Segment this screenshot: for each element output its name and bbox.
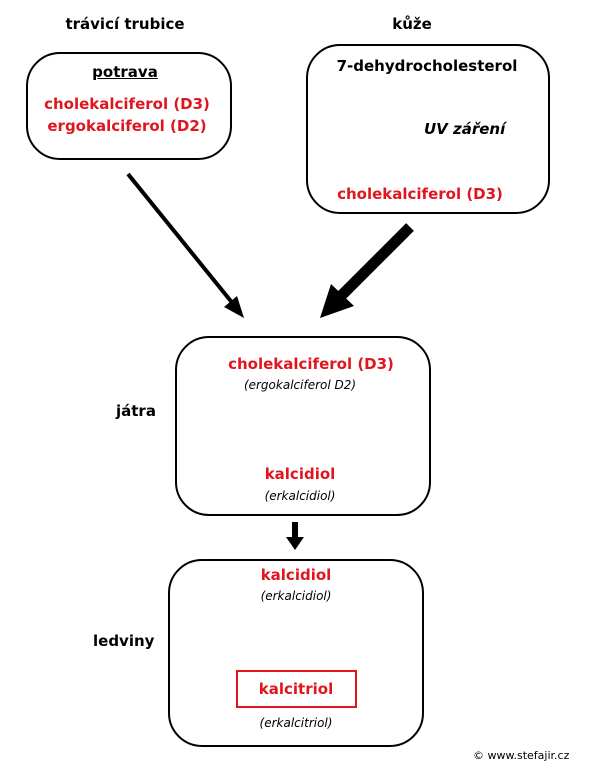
- liver-label: játra: [116, 402, 156, 420]
- kidney-input-alt: (erkalcidiol): [260, 589, 332, 603]
- gut-box: [26, 52, 232, 160]
- skin-box: [306, 44, 550, 214]
- skin-product: cholekalciferol (D3): [337, 185, 503, 203]
- kidney-input: kalcidiol: [260, 566, 332, 584]
- food-label: potrava: [92, 63, 158, 81]
- liver-output: kalcidiol: [264, 465, 336, 483]
- kidney-output: kalcitriol: [258, 680, 334, 698]
- liver-to-kidney-arrow: [286, 522, 304, 550]
- skin-title: kůže: [392, 15, 432, 33]
- gut-title: trávicí trubice: [65, 15, 185, 33]
- liver-input-alt: (ergokalciferol D2): [243, 378, 357, 392]
- uv-label: UV záření: [424, 120, 506, 138]
- kidney-label: ledviny: [93, 632, 155, 650]
- gut-compound-d2: ergokalciferol (D2): [47, 117, 207, 135]
- kidney-box: [168, 559, 424, 747]
- gut-compound-d3: cholekalciferol (D3): [44, 95, 210, 113]
- skin-to-liver-arrow: [320, 223, 414, 318]
- skin-precursor: 7-dehydrocholesterol: [336, 57, 518, 75]
- liver-box: [175, 336, 431, 516]
- liver-output-alt: (erkalcidiol): [264, 489, 336, 503]
- kidney-output-alt: (erkalcitriol): [259, 716, 333, 730]
- kalcitriol-highlight-box: [236, 670, 357, 708]
- gut-to-liver-arrow: [126, 172, 244, 318]
- liver-input: cholekalciferol (D3): [228, 355, 394, 373]
- copyright-text: © www.stefajir.cz: [473, 749, 570, 762]
